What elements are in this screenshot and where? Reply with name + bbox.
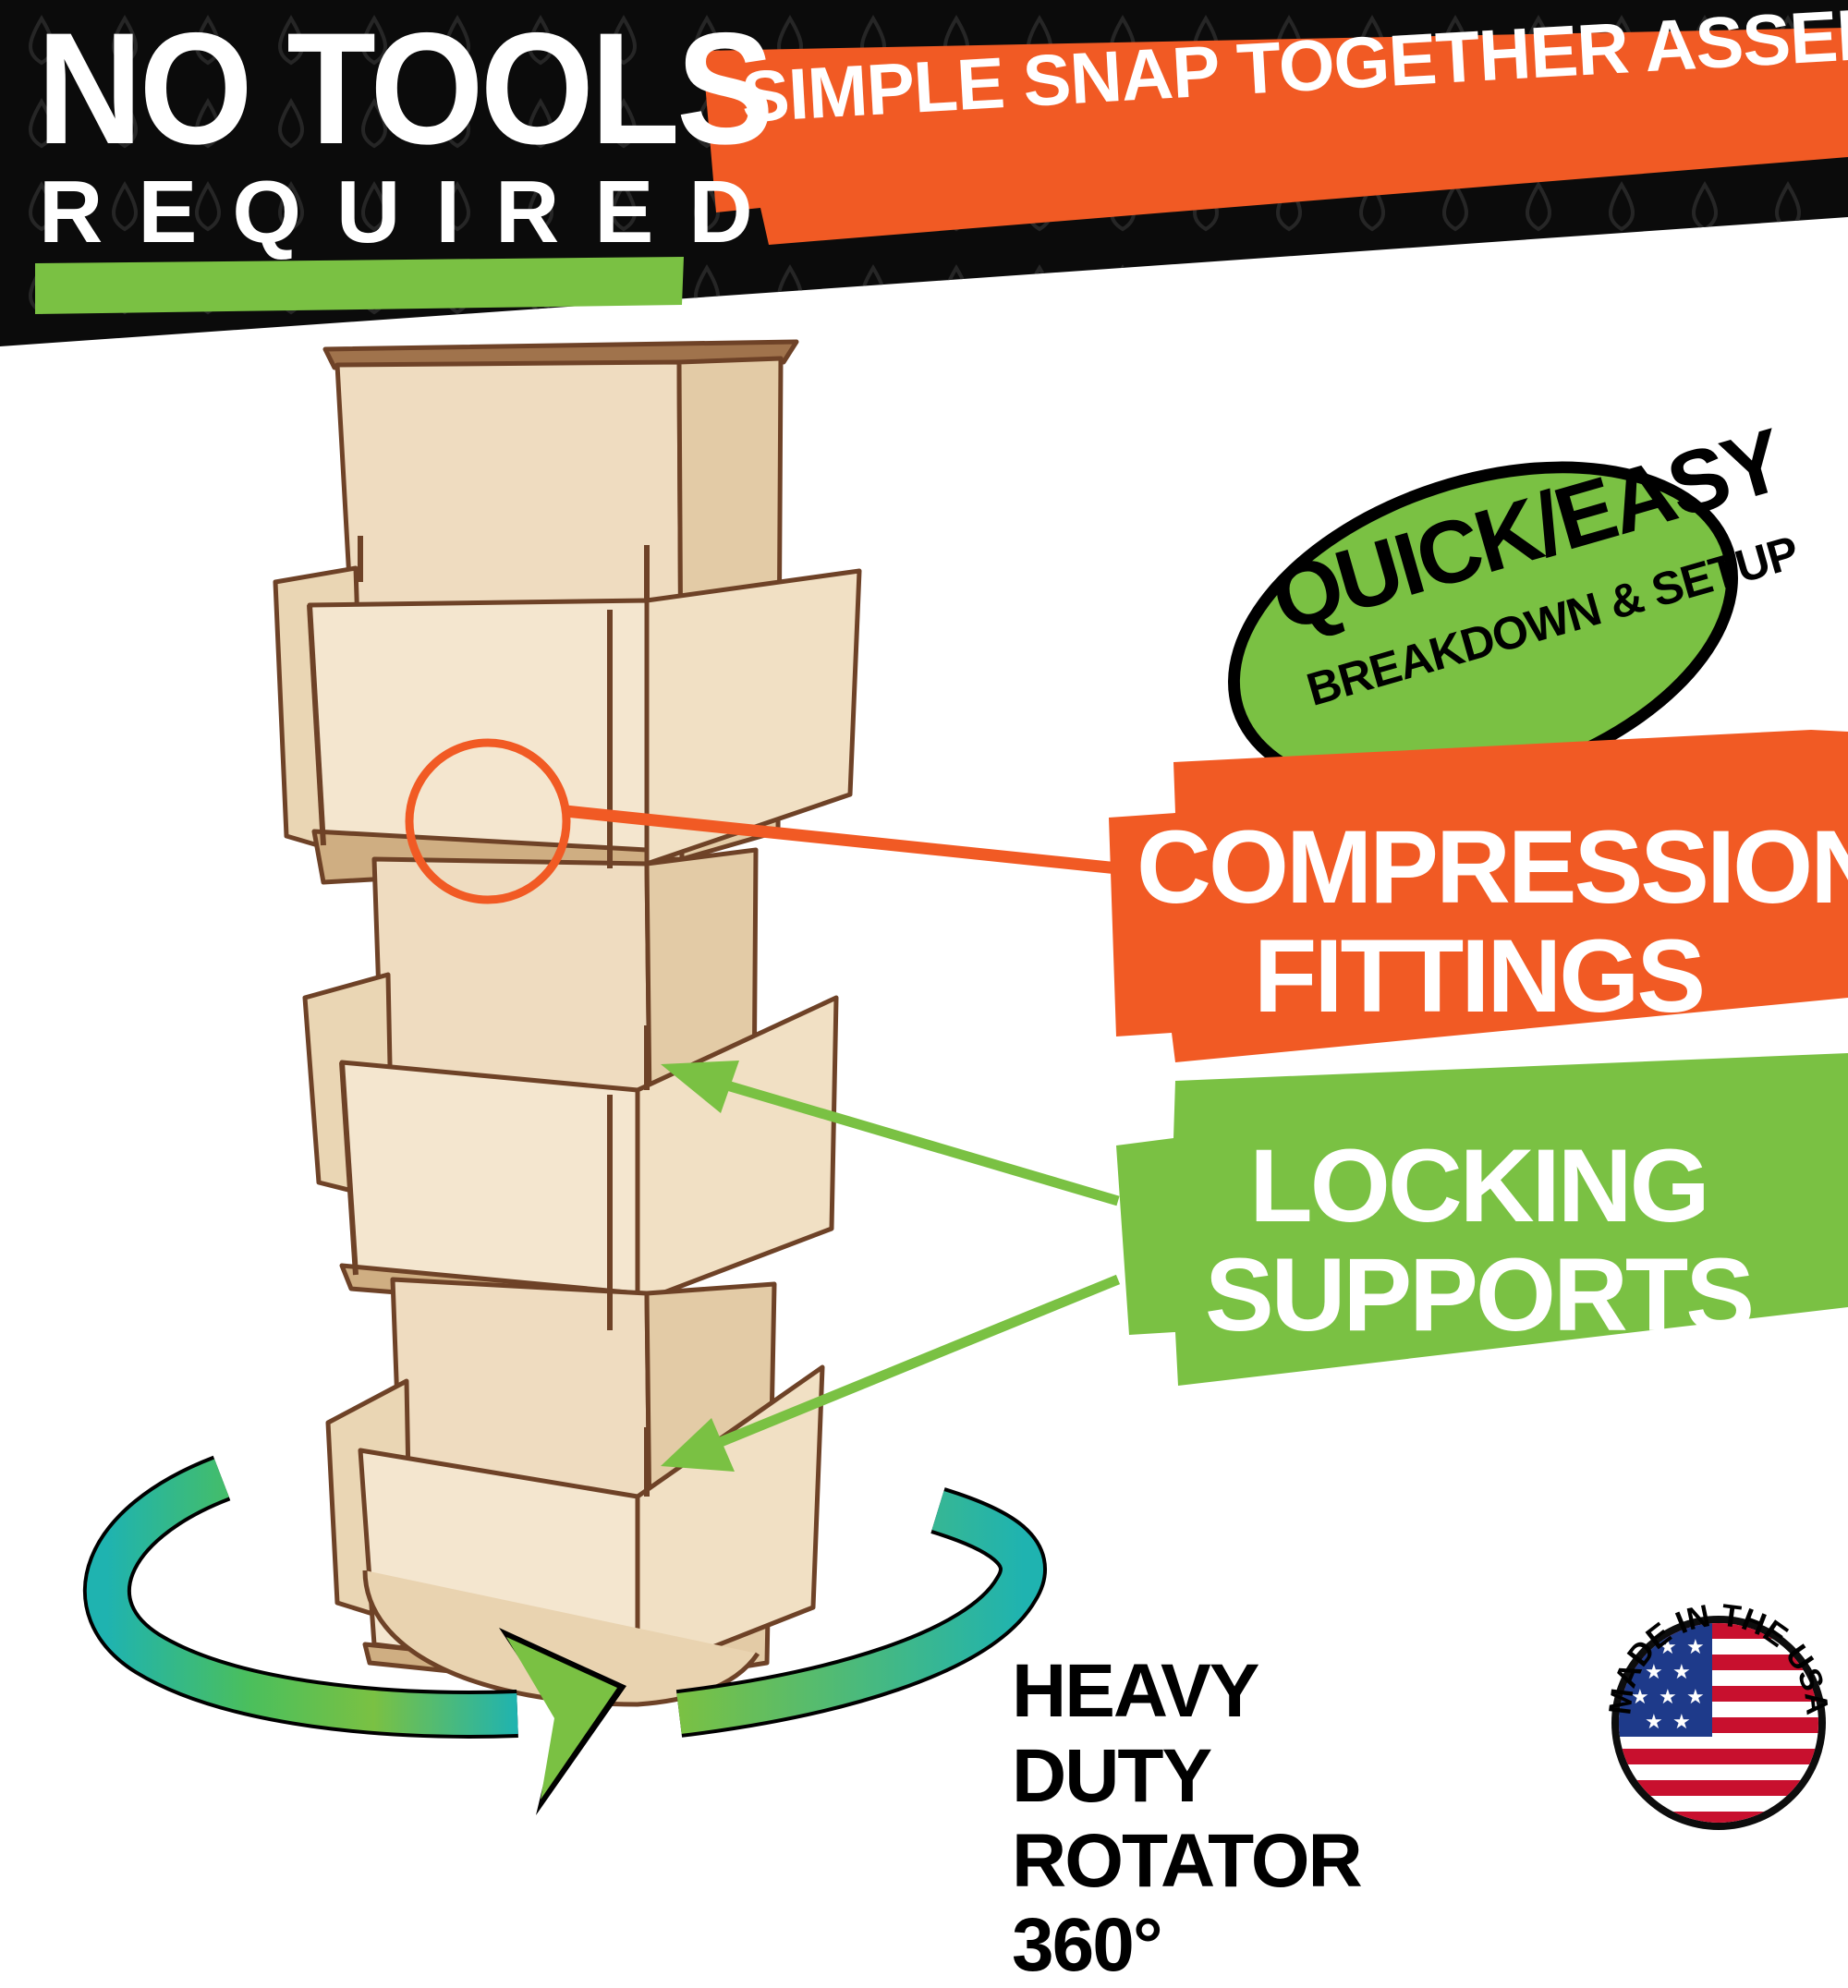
svg-text:★: ★: [1659, 1636, 1677, 1659]
locking-arrow-upper-line: [710, 1075, 1120, 1206]
locking-arrow-lower-line: [709, 1274, 1121, 1451]
svg-text:★: ★: [1659, 1686, 1677, 1709]
rotation-arrow-right: [676, 1490, 1043, 1734]
compression-leader-line: [565, 805, 1119, 875]
top-banner: [0, 0, 1848, 346]
compression-banner: [1109, 730, 1848, 1062]
compression-fittings-label: COMPRESSION FITTINGS: [1137, 809, 1848, 1034]
rotator-label: HEAVY DUTY ROTATOR 360°: [1012, 1649, 1474, 1988]
svg-text:★: ★: [1672, 1711, 1691, 1734]
title-no-tools: NO TOOLS: [37, 0, 774, 177]
rotator-line2: ROTATOR 360°: [1012, 1818, 1363, 1988]
locking-supports-label: LOCKING SUPPORTS: [1204, 1128, 1755, 1352]
svg-text:★: ★: [1645, 1661, 1663, 1684]
tagline-banner: [702, 28, 1848, 245]
green-underline: [35, 257, 684, 314]
svg-text:★: ★: [1645, 1711, 1663, 1734]
callout-graphics: [82, 461, 1848, 1815]
compression-highlight-circle: [405, 738, 571, 904]
svg-text:★: ★: [1631, 1686, 1649, 1709]
rotation-arrow-left: [86, 1459, 518, 1735]
title-required: REQUIRED: [39, 163, 788, 261]
svg-text:★: ★: [1672, 1661, 1691, 1684]
svg-text:★: ★: [1686, 1636, 1705, 1659]
rotation-arrowhead: [506, 1637, 617, 1800]
quick-easy-badge: [1239, 473, 1727, 787]
svg-text:★: ★: [1686, 1686, 1705, 1709]
rotator-line1: HEAVY DUTY: [1012, 1649, 1258, 1818]
locking-arrow-lower-head: [661, 1418, 735, 1472]
locking-arrow-upper-head: [661, 1061, 739, 1113]
locking-banner: [1116, 1053, 1848, 1386]
made-in-usa-badge: ★★★ ★★ ★★★ ★★ MADE IN THE USA: [1603, 1598, 1834, 1830]
